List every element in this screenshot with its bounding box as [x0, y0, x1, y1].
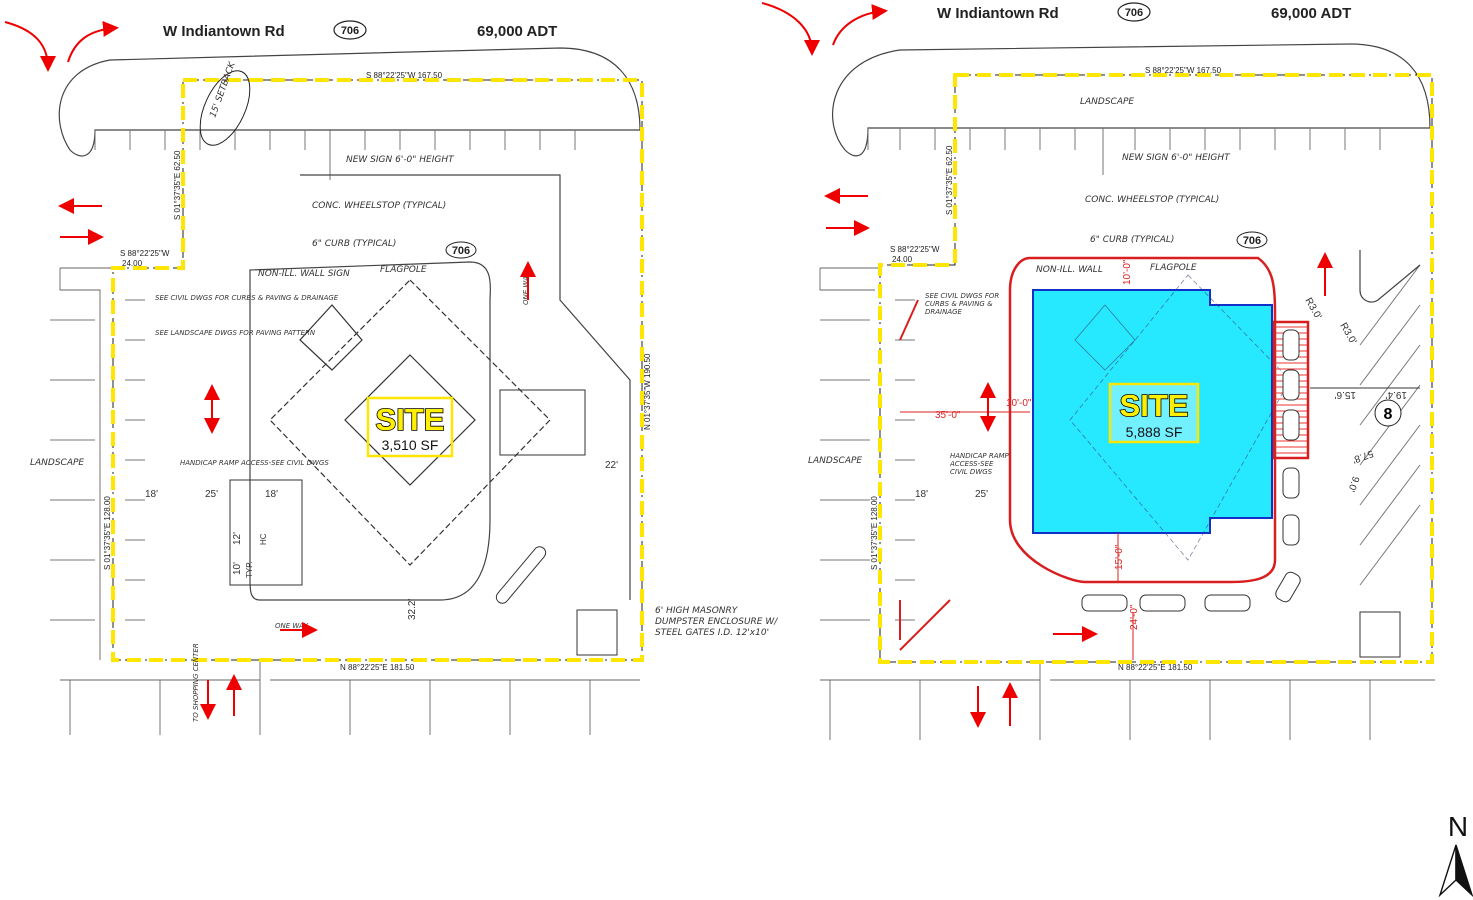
traffic-arrows-right: [761, 2, 1333, 728]
traffic-arrows-left: [4, 20, 536, 720]
note-one-way-south: ONE WAY: [275, 622, 309, 630]
drive-aisle: [69, 129, 640, 157]
bearing-west-upper-right: S 01°37'35"E 62.50: [945, 145, 954, 215]
note-landscape: LANDSCAPE: [30, 458, 84, 468]
dim-19-4: 19.4': [1386, 389, 1407, 400]
dim-35ft: 35'-0": [935, 410, 961, 421]
bearing-jog-length-right: 24.00: [892, 255, 913, 264]
dim-18: 18': [145, 489, 158, 500]
dim-10ft-top: 10'-0": [1122, 259, 1133, 285]
note-new-sign-right: NEW SIGN 6'-0" HEIGHT: [1122, 153, 1231, 163]
note-shopping: TO SHOPPING CENTER: [192, 643, 200, 722]
note-flagpole-right: FLAGPOLE: [1150, 263, 1197, 273]
bearing-jog-length: 24.00: [122, 259, 143, 268]
bearing-south-right: N 88°22'25"E 181.50: [1118, 663, 1193, 672]
dim-25-right: 25': [975, 489, 988, 500]
note-one-way-east: ONE WAY: [522, 271, 530, 305]
bearing-east: N 01°37'35"W 190.50: [643, 353, 652, 430]
red-dimensions: 35'-0" 10'-0" 10'-0" 15'-0" 24'-0": [900, 259, 1140, 660]
bearing-west-lower-right: S 01°37'35"E 128.00: [870, 496, 879, 570]
dim-12: 12': [232, 532, 243, 545]
proposed-building: [1032, 289, 1273, 534]
route-number-site-right: 706: [1243, 235, 1261, 247]
north-arrow-icon: [1438, 844, 1457, 898]
dim-10: 10': [232, 562, 243, 575]
bearing-north: S 88°22'25"W 167.50: [366, 71, 443, 80]
right-site-plan: W Indiantown Rd 706 69,000 ADT SITE: [761, 2, 1435, 740]
dim-25: 25': [205, 489, 218, 500]
property-line: [111, 78, 644, 662]
road-name-right: W Indiantown Rd: [937, 5, 1059, 22]
site-area: 3,510 SF: [382, 437, 439, 453]
left-site-plan: W Indiantown Rd 706 69,000 ADT SITE: [4, 20, 777, 735]
note-curb-right: 6" CURB (TYPICAL): [1090, 235, 1174, 245]
note-wheelstop: CONC. WHEELSTOP (TYPICAL): [312, 201, 446, 211]
road-name: W Indiantown Rd: [163, 23, 285, 40]
bearing-south: N 88°22'25"E 181.50: [340, 663, 415, 672]
proposed-curb: [1008, 256, 1277, 584]
dim-typ: TYP.: [245, 561, 254, 578]
note-wall-sign-right: NON-ILL. WALL: [1036, 265, 1103, 275]
route-shield: [333, 20, 367, 40]
bearing-west-upper: S 01°37'35"E 62.50: [173, 150, 182, 220]
note-wall-sign: NON-ILL. WALL SIGN: [258, 269, 350, 279]
parking-count: 8: [1384, 406, 1393, 423]
bearing-west-lower: S 01°37'35"E 128.00: [103, 496, 112, 570]
dim-15-6: 15.6': [1335, 389, 1356, 400]
road-edge: [58, 47, 641, 151]
dumpster-enclosure: [576, 609, 618, 656]
dim-10ft-side: 10'-0": [1006, 398, 1032, 409]
site-label: SITE: [376, 402, 445, 437]
note-civil: SEE CIVIL DWGS FOR CURBS & PAVING & DRAI…: [155, 294, 339, 302]
note-curb: 6" CURB (TYPICAL): [312, 239, 396, 249]
route-number-right: 706: [1125, 7, 1143, 19]
bearing-jog: S 88°22'25"W: [120, 249, 170, 258]
dim-r3-a: R3.0': [1302, 296, 1323, 322]
dim-9: 9.0': [1345, 475, 1361, 494]
bearing-jog-right: S 88°22'25"W: [890, 245, 940, 254]
site-label-box: [366, 396, 454, 458]
north-label: N: [1448, 811, 1468, 842]
dim-hc: HC: [259, 533, 268, 545]
parking-stalls-top: [129, 130, 576, 150]
note-landscape-dwgs: SEE LANDSCAPE DWGS FOR PAVING PATTERN: [155, 329, 316, 337]
parking-stalls-right: [820, 128, 1421, 621]
note-flagpole: FLAGPOLE: [380, 265, 427, 275]
note-landscape-top: LANDSCAPE: [1080, 97, 1134, 107]
dim-18-right: 18': [915, 489, 928, 500]
dim-32: 32.2': [407, 599, 418, 620]
parking-stalls-west: [50, 299, 145, 621]
note-landscape-right: LANDSCAPE: [808, 456, 862, 466]
route-number-site: 706: [452, 245, 470, 257]
note-ramp: HANDICAP RAMP ACCESS-SEE CIVIL DWGS: [180, 459, 329, 467]
dim-r3-b: R3.0': [1337, 321, 1358, 347]
north-arrow: N: [1438, 811, 1473, 898]
note-ramp-right: HANDICAP RAMP ACCESS-SEE CIVIL DWGS: [950, 452, 1009, 476]
dim-57-8: 57.8': [1351, 447, 1375, 465]
dim-18b: 18': [265, 489, 278, 500]
bearing-north-right: S 88°22'25"W 167.50: [1145, 66, 1222, 75]
property-line-right: [878, 73, 1434, 664]
note-dumpster: 6' HIGH MASONRY DUMPSTER ENCLOSURE W/ ST…: [655, 606, 777, 638]
traffic-count-right: 69,000 ADT: [1271, 5, 1351, 22]
route-number: 706: [341, 25, 359, 37]
dim-24ft: 24'-0": [1129, 604, 1140, 630]
site-label-right: SITE: [1120, 388, 1189, 423]
dim-22: 22': [605, 460, 618, 471]
left-building: [229, 279, 618, 656]
curb-outline: [249, 261, 491, 601]
note-wheelstop-right: CONC. WHEELSTOP (TYPICAL): [1085, 195, 1219, 205]
note-civil-right: SEE CIVIL DWGS FOR CURBS & PAVING & DRAI…: [925, 292, 999, 316]
cars: [1081, 329, 1301, 612]
traffic-count: 69,000 ADT: [477, 23, 557, 40]
note-new-sign: NEW SIGN 6'-0" HEIGHT: [346, 155, 455, 165]
dim-15ft: 15'-0": [1114, 544, 1125, 570]
site-area-right: 5,888 SF: [1126, 424, 1183, 440]
